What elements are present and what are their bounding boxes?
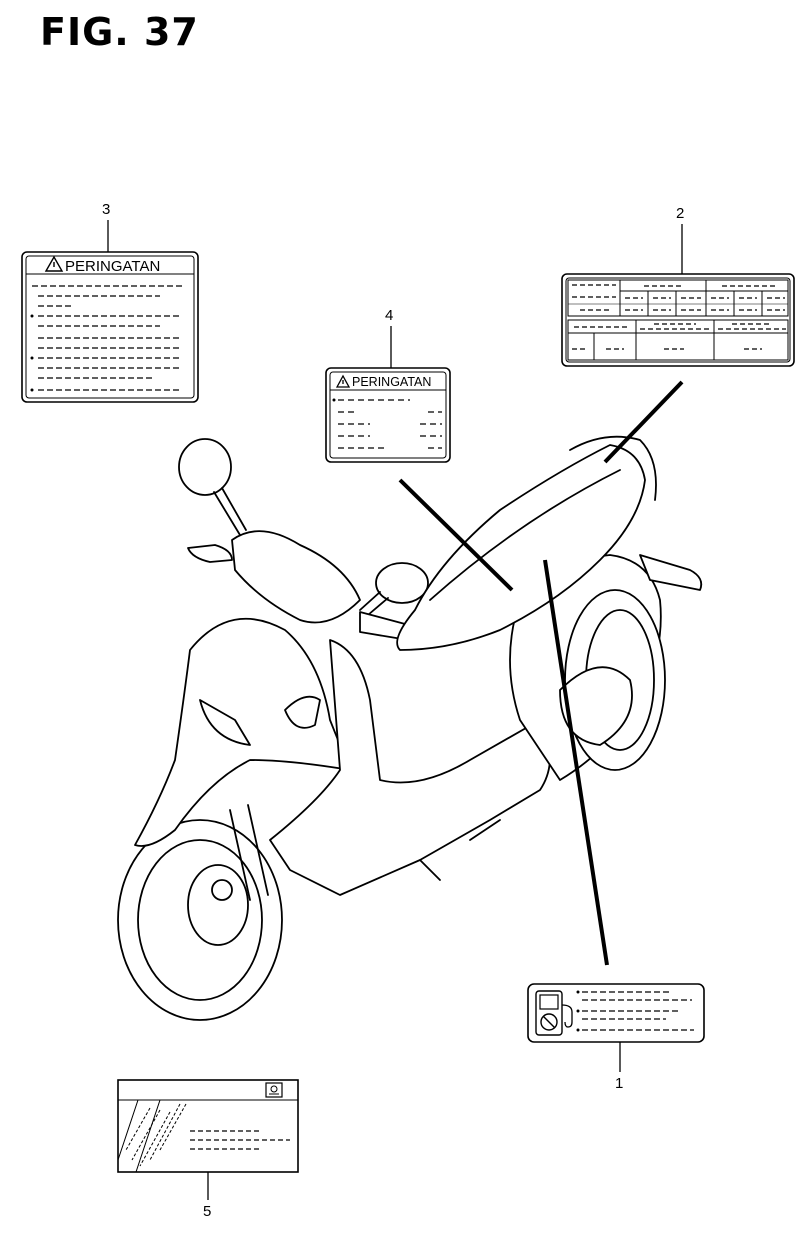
callout-number-4: 4 [385,307,393,324]
callout-number-1: 1 [615,1075,623,1092]
seat [396,444,646,651]
front-wheel [117,819,283,1021]
label-3-heading: PERINGATAN [65,258,160,275]
warning-label-4: PERINGATAN [325,367,451,463]
callout-number-5: 5 [203,1203,211,1220]
callout-number-2: 2 [676,205,684,222]
spec-label-2 [561,273,795,367]
warning-triangle-icon [335,374,351,388]
manual-icon [265,1082,283,1098]
leader-line-label-4 [398,478,514,592]
warning-label-3: PERINGATAN [21,251,199,403]
leader-line-label-2 [603,380,684,464]
right-mirror [375,562,429,604]
leader-line-label-1 [543,559,609,966]
leader-lines [398,380,684,966]
label-4-heading: PERINGATAN [352,375,431,389]
warning-triangle-icon [44,255,64,272]
figure-title: FIG. 37 [40,10,199,54]
left-mirror [178,438,232,496]
callout-number-3: 3 [102,201,110,218]
no-flame-icon [540,1013,558,1031]
instruction-label-5 [117,1079,299,1173]
fuel-pump-icon [535,990,573,1036]
fuel-label-1 [527,983,705,1043]
scooter-illustration [117,435,703,1021]
